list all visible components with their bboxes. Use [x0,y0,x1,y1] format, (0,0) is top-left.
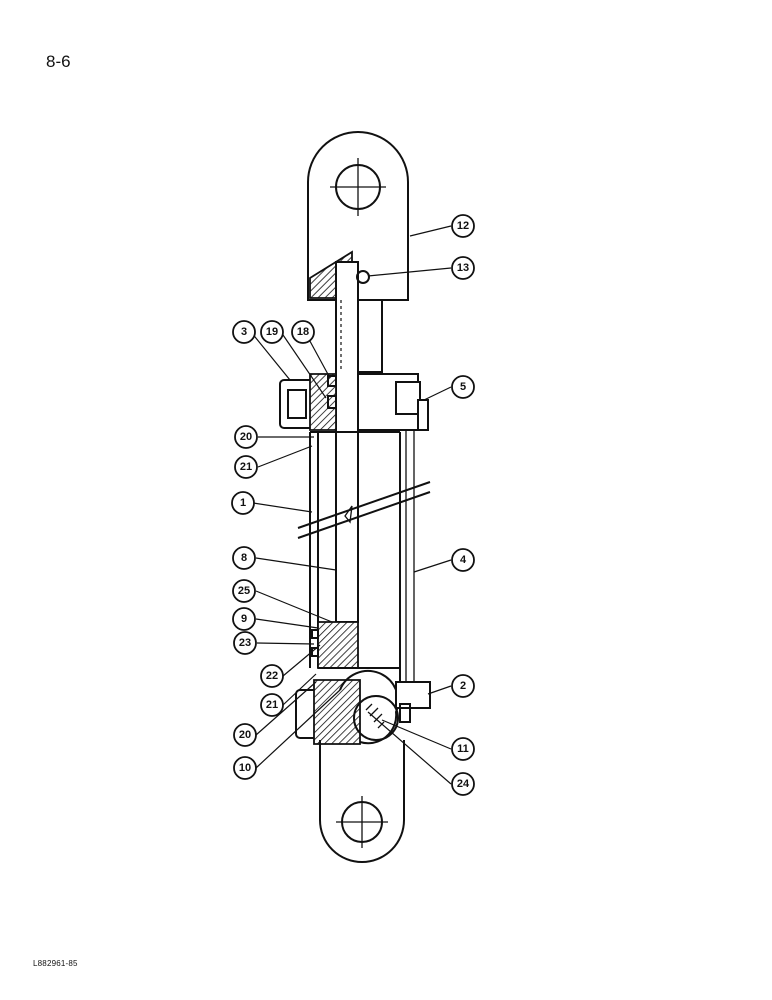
svg-text:1: 1 [240,497,246,509]
callout-21-lower: 21 [260,693,284,717]
callout-20-upper: 20 [234,425,258,449]
callout-3: 3 [232,320,256,344]
cylinder-barrel [297,431,431,682]
svg-text:18: 18 [297,326,309,338]
base-clevis-eye [319,740,405,863]
callout-8: 8 [232,546,256,570]
svg-text:11: 11 [457,743,469,755]
svg-text:20: 20 [240,431,252,443]
svg-text:21: 21 [266,699,278,711]
callout-2: 2 [451,674,475,698]
cylinder-base [295,667,431,745]
callout-18: 18 [291,320,315,344]
svg-text:4: 4 [460,554,467,566]
svg-text:2: 2 [460,680,466,692]
svg-text:23: 23 [239,637,251,649]
callout-25: 25 [232,579,256,603]
figure-code: L882961-85 [33,959,78,968]
svg-text:20: 20 [239,729,251,741]
svg-text:22: 22 [266,670,278,682]
svg-text:19: 19 [266,326,278,338]
cylinder-head-gland [279,373,429,682]
callout-10: 10 [233,756,257,780]
callout-1: 1 [231,491,255,515]
callout-21-upper: 21 [234,455,258,479]
callout-9: 9 [232,607,256,631]
svg-text:8: 8 [241,552,247,564]
callout-24: 24 [451,772,475,796]
svg-text:24: 24 [457,778,470,790]
callout-12: 12 [451,214,475,238]
piston-rod [335,261,383,623]
piston [311,621,359,669]
svg-text:5: 5 [460,381,466,393]
leader-lines [250,225,452,785]
callout-23: 23 [233,631,257,655]
callout-11: 11 [451,737,475,761]
callout-19: 19 [260,320,284,344]
svg-text:10: 10 [239,762,251,774]
svg-text:12: 12 [457,220,469,232]
svg-text:3: 3 [241,326,247,338]
svg-text:9: 9 [241,613,247,625]
svg-text:21: 21 [240,461,252,473]
callout-20-lower: 20 [233,723,257,747]
callout-22: 22 [260,664,284,688]
callout-13: 13 [451,256,475,280]
svg-text:25: 25 [238,585,250,597]
callout-5: 5 [451,375,475,399]
page-number: 8-6 [46,52,71,71]
callout-4: 4 [451,548,475,572]
svg-text:13: 13 [457,262,469,274]
